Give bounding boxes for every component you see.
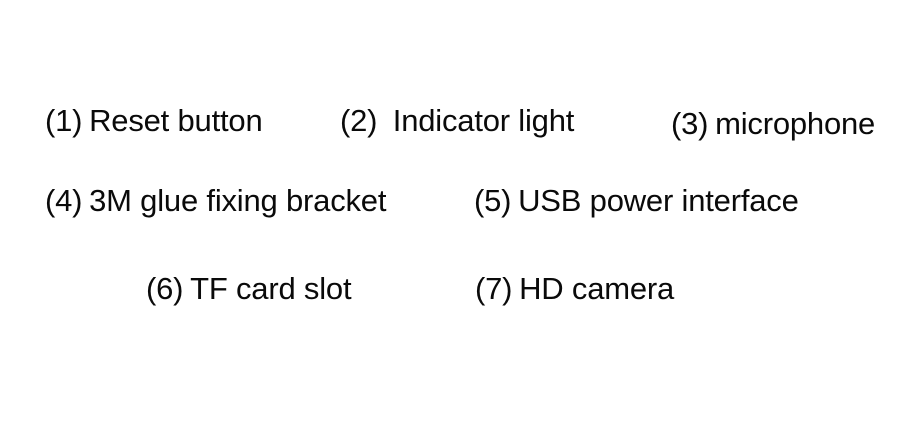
part-number: (3)	[671, 106, 709, 141]
part-label-indicator-light: (2) Indicator light	[340, 100, 574, 142]
part-label-text: Indicator light	[392, 103, 575, 138]
part-label-text: USB power interface	[518, 183, 799, 218]
part-label-text: 3M glue fixing bracket	[89, 183, 387, 218]
part-label-tf-card-slot: (6)TF card slot	[146, 268, 352, 310]
part-label-text: Reset button	[89, 103, 263, 138]
part-label-text: TF card slot	[190, 271, 352, 306]
part-number: (5)	[474, 183, 512, 218]
part-number: (7)	[475, 271, 513, 306]
part-label-3m-glue-fixing-bracket: (4)3M glue fixing bracket	[45, 180, 386, 222]
part-number: (4)	[45, 183, 83, 218]
part-label-text: microphone	[715, 106, 876, 141]
part-label-usb-power-interface: (5)USB power interface	[474, 180, 799, 222]
part-label-reset-button: (1)Reset button	[45, 100, 263, 142]
part-label-text: HD camera	[519, 271, 675, 306]
part-number: (2)	[340, 103, 378, 138]
part-number: (6)	[146, 271, 184, 306]
part-label-hd-camera: (7)HD camera	[475, 268, 674, 310]
part-number: (1)	[45, 103, 83, 138]
part-label-microphone: (3)microphone	[671, 103, 875, 145]
